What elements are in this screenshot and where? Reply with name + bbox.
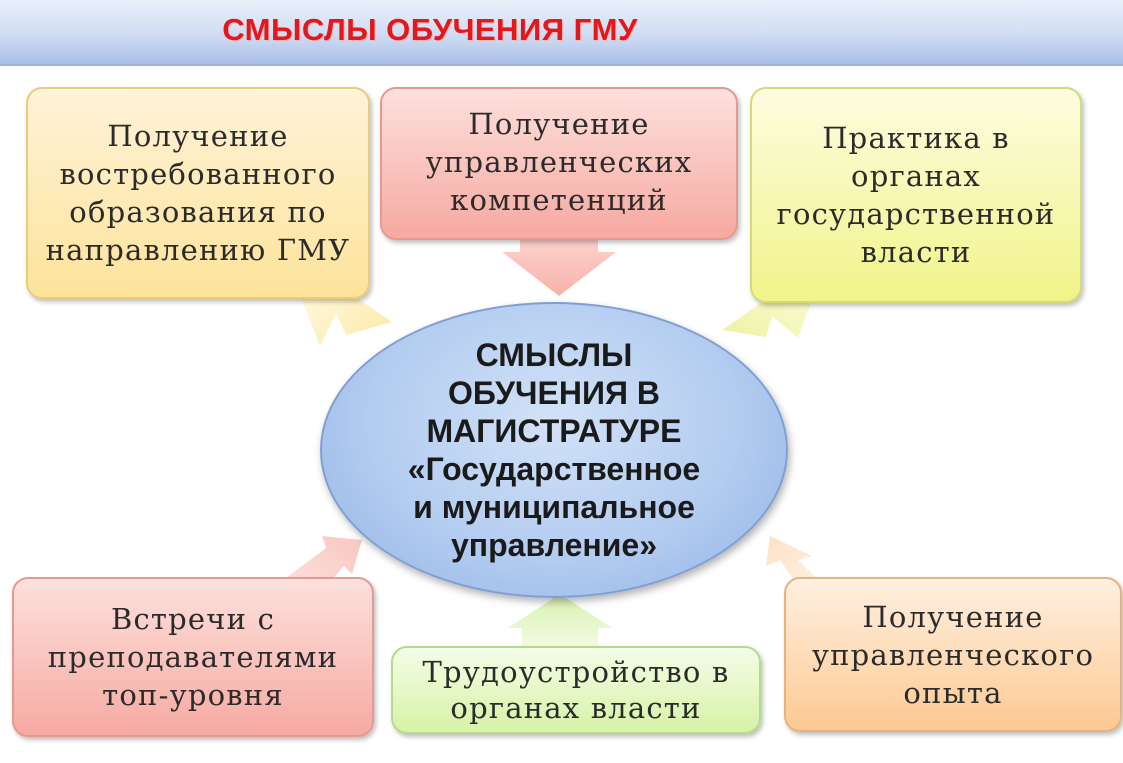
box-government-internship: Практика в органах государственной власт… bbox=[750, 87, 1082, 303]
box-in-demand-education-text: Получение востребованного образования по… bbox=[45, 119, 351, 267]
box-management-competencies: Получение управленческих компетенций bbox=[380, 87, 738, 240]
center-ellipse: СМЫСЛЫ ОБУЧЕНИЯ В МАГИСТРАТУРЕ «Государс… bbox=[320, 302, 788, 598]
center-ellipse-text: СМЫСЛЫ ОБУЧЕНИЯ В МАГИСТРАТУРЕ «Государс… bbox=[407, 337, 701, 563]
page-title: СМЫСЛЫ ОБУЧЕНИЯ ГМУ bbox=[222, 12, 638, 47]
title-band bbox=[0, 0, 1123, 66]
box-management-competencies-text: Получение управленческих компетенций bbox=[425, 107, 693, 217]
box-in-demand-education: Получение востребованного образования по… bbox=[26, 87, 370, 299]
arrow-top-center bbox=[502, 240, 616, 296]
box-meetings-with-teachers: Встречи с преподавателями топ-уровня bbox=[12, 577, 374, 737]
box-management-experience-text: Получение управленческого опыта bbox=[811, 599, 1095, 710]
arrow-bottom-center bbox=[508, 594, 612, 646]
box-employment-in-government: Трудоустройство в органах власти bbox=[391, 646, 761, 734]
box-management-experience: Получение управленческого опыта bbox=[784, 577, 1122, 732]
box-government-internship-text: Практика в органах государственной власт… bbox=[776, 121, 1056, 269]
box-employment-in-government-text: Трудоустройство в органах власти bbox=[422, 655, 730, 725]
box-meetings-with-teachers-text: Встречи с преподавателями топ-уровня bbox=[47, 602, 339, 712]
